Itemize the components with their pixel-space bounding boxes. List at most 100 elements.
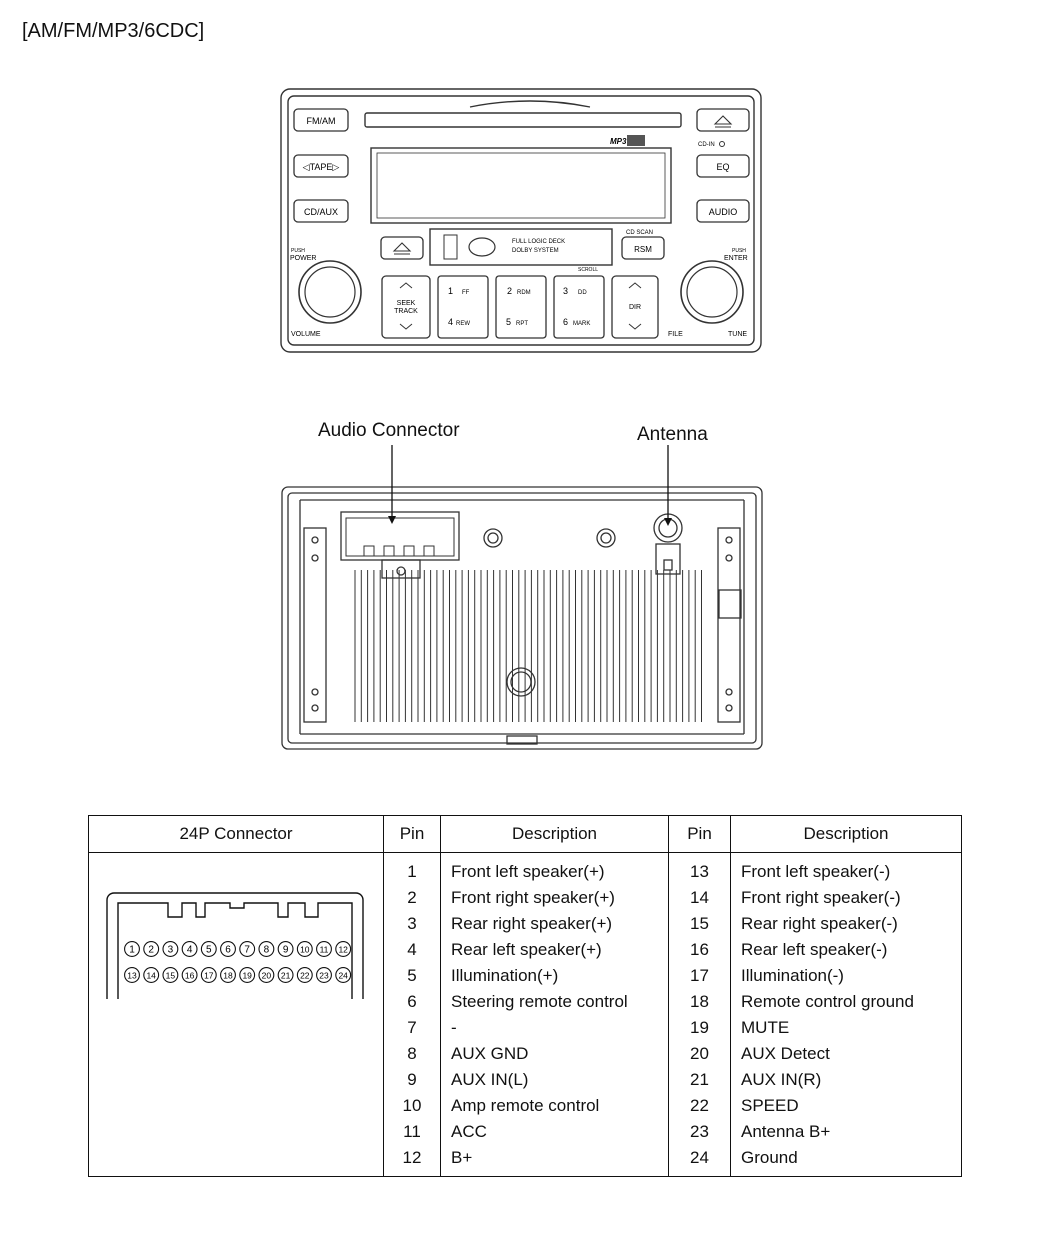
connector-pin-number: 24 — [338, 971, 348, 981]
rsm-button[interactable]: RSM — [621, 236, 665, 260]
preset-3-button[interactable]: 3 DD 6 MARK — [553, 275, 605, 339]
connector-pin-number: 14 — [146, 971, 156, 981]
preset-2-button[interactable]: 2 RDM 5 RPT — [495, 275, 547, 339]
audio-connector-callout: Audio Connector — [318, 420, 460, 441]
pin-description-right: Ground — [741, 1148, 798, 1167]
connector-pin-circle — [316, 967, 332, 983]
connector-pin-circle — [335, 967, 352, 983]
tape-button[interactable]: ◁TAPE▷ — [293, 154, 349, 178]
volume-knob[interactable] — [298, 260, 362, 324]
eject-button[interactable] — [380, 236, 424, 260]
svg-text:AUDIO: AUDIO — [709, 207, 738, 217]
connector-pin-number: 3 — [168, 945, 174, 956]
header-description-left: Description — [440, 815, 669, 853]
eq-button[interactable]: EQ — [696, 154, 750, 178]
pin-description-left: B+ — [451, 1148, 473, 1167]
svg-text:REW: REW — [456, 321, 470, 327]
connector-pin-circle — [239, 967, 256, 983]
connector-pin-circle — [277, 967, 294, 983]
pin-description-left: - — [451, 1018, 457, 1037]
pin-number-left: 7 — [407, 1018, 417, 1037]
connector-pin-number: 17 — [204, 971, 214, 981]
mp3-logo: MP3 — [610, 137, 627, 146]
connector-pin-number: 8 — [264, 945, 270, 956]
connector-pin-circle — [124, 941, 140, 957]
connector-pin-number: 22 — [300, 971, 310, 981]
svg-text:TRACK: TRACK — [394, 308, 418, 315]
svg-text:RDM: RDM — [517, 290, 531, 296]
pin-number-right: 20 — [690, 1044, 709, 1063]
pin-number-right: 21 — [690, 1070, 709, 1089]
table-header-row: 24P Connector Pin Description Pin Descri… — [88, 815, 962, 853]
connector-pin-number: 13 — [127, 971, 137, 981]
svg-text:2: 2 — [507, 286, 512, 296]
connector-pin-number: 23 — [319, 971, 329, 981]
pin-description-right: AUX IN(R) — [741, 1070, 822, 1089]
pinout-table: 24P Connector Pin Description Pin Descri… — [88, 815, 962, 1177]
eject-icon — [713, 115, 733, 128]
connector-pin-circle — [258, 941, 275, 957]
page-title: [AM/FM/MP3/6CDC] — [22, 20, 205, 42]
svg-text:◁TAPE▷: ◁TAPE▷ — [303, 162, 340, 172]
connector-pin-number: 4 — [187, 945, 193, 956]
pin-description-right: Front right speaker(-) — [741, 888, 901, 907]
svg-text:RPT: RPT — [516, 321, 528, 327]
connector-pin-circle — [277, 941, 294, 957]
pin-description-right: Antenna B+ — [741, 1122, 831, 1141]
pin-description-left: AUX IN(L) — [451, 1070, 529, 1089]
pin-number-right: 18 — [690, 992, 709, 1011]
enter-label: ENTER — [724, 255, 748, 262]
dir-button[interactable]: DIR — [611, 275, 659, 339]
pin-number-right: 23 — [690, 1122, 709, 1141]
connector-pin-circle — [162, 967, 179, 983]
connector-pin-circle — [200, 967, 217, 983]
pin-number-right: 14 — [690, 888, 709, 907]
pin-description-left: Amp remote control — [451, 1096, 600, 1115]
tune-label: TUNE — [728, 331, 747, 338]
logo-line-1: FULL LOGIC DECK — [512, 239, 565, 245]
pin-number-right: 17 — [690, 966, 709, 985]
svg-text:3: 3 — [563, 286, 568, 296]
connector-pin-number: 19 — [242, 971, 252, 981]
fm-am-button[interactable]: FM/AM — [293, 108, 349, 132]
pin-number-left: 2 — [407, 888, 417, 907]
pin-description-left: Front left speaker(+) — [451, 862, 605, 881]
connector-pin-number: 18 — [223, 971, 233, 981]
pin-number-right: 22 — [690, 1096, 709, 1115]
preset-1-button[interactable]: 1 FF 4 REW — [437, 275, 489, 339]
connector-pin-circle — [143, 941, 160, 957]
eject-button-top[interactable] — [696, 108, 750, 132]
connector-pin-circle — [200, 941, 217, 957]
push-label-left: PUSH — [291, 248, 305, 254]
pin-description-left: Illumination(+) — [451, 966, 559, 985]
logo-line-2: DOLBY SYSTEM — [512, 248, 559, 254]
svg-text:DD: DD — [578, 290, 587, 296]
header-pin-left: Pin — [383, 815, 441, 853]
connector-pin-number: 7 — [244, 945, 250, 956]
pin-description-left: Steering remote control — [451, 992, 628, 1011]
seek-track-button[interactable]: SEEK TRACK — [381, 275, 431, 339]
svg-text:CD/AUX: CD/AUX — [304, 207, 338, 217]
svg-text:6: 6 — [563, 317, 568, 327]
tune-knob[interactable] — [680, 260, 744, 324]
cd-aux-button[interactable]: CD/AUX — [293, 199, 349, 223]
cd-in-label: CD-IN — [698, 142, 715, 148]
pin-description-left: Rear left speaker(+) — [451, 940, 602, 959]
connector-pin-circle — [181, 941, 198, 957]
connector-pin-circle — [258, 967, 275, 983]
connector-pin-circle — [220, 941, 236, 957]
pin-number-left: 3 — [407, 914, 417, 933]
radio-front-panel: FM/AM ◁TAPE▷ CD/AUX CD-IN EQ AUDIO MP3 F… — [280, 88, 762, 353]
pin-number-right: 24 — [690, 1148, 709, 1167]
connector-pin-circle — [335, 941, 352, 957]
pin-description-right: Remote control ground — [741, 992, 914, 1011]
heatsink-fins — [354, 570, 702, 722]
pin-description-right: MUTE — [741, 1018, 790, 1037]
pin-description-right: Illumination(-) — [741, 966, 844, 985]
audio-button[interactable]: AUDIO — [696, 199, 750, 223]
pin-description-left: Front right speaker(+) — [451, 888, 615, 907]
